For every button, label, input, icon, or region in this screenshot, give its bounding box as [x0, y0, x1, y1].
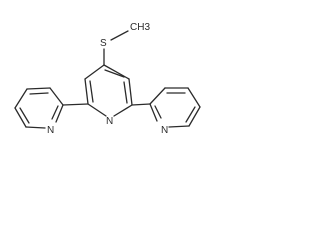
bond-c6-c5 — [128, 78, 133, 106]
bond-right-c — [187, 87, 201, 108]
bond-c3-c2 — [84, 78, 89, 105]
left-pyridyl-ring — [14, 87, 89, 129]
bond-left-c — [14, 88, 28, 109]
right-pyridyl-ring — [131, 87, 201, 128]
bond-c4-c3 — [84, 64, 105, 80]
central-pyridine-ring — [84, 64, 133, 117]
molecule-diagram: S CH3 N N N — [14, 22, 201, 136]
bond-c6-right-link — [131, 103, 151, 106]
bond-left-e — [25, 126, 46, 129]
bond-c2-n1 — [87, 103, 107, 117]
bond-left-b — [26, 87, 51, 90]
bond-n1-c6 — [113, 104, 133, 117]
bond-s-ch3 — [110, 30, 129, 41]
methylthio-group — [103, 30, 129, 66]
bond-c6-c5-inner — [123, 81, 128, 104]
atom-label-methyl: CH3 — [130, 22, 150, 33]
bond-left-f — [55, 104, 64, 123]
bond-left-f-inner — [51, 105, 59, 120]
atom-label-nitrogen-right: N — [161, 125, 168, 136]
bond-right-d — [188, 106, 201, 127]
bond-left-a — [49, 87, 64, 106]
bond-right-a — [149, 87, 166, 105]
bond-left-d — [14, 107, 27, 128]
bond-right-f — [149, 103, 158, 122]
bond-right-e — [168, 125, 190, 128]
bond-c5-c4 — [103, 64, 130, 80]
structure-canvas: S CH3 N N N — [0, 0, 217, 167]
bond-c5-c4-inner — [104, 69, 125, 78]
bond-right-f-inner — [154, 105, 162, 119]
bond-right-d-inner — [185, 106, 196, 123]
bond-c2-left-link — [62, 103, 89, 106]
atom-label-nitrogen-center: N — [106, 116, 113, 127]
atom-label-nitrogen-left: N — [47, 125, 54, 136]
atom-label-sulfur: S — [100, 38, 107, 49]
bond-left-d-inner — [19, 107, 30, 124]
bond-c3-c2-inner — [89, 80, 94, 103]
bond-left-b-inner — [29, 92, 49, 95]
